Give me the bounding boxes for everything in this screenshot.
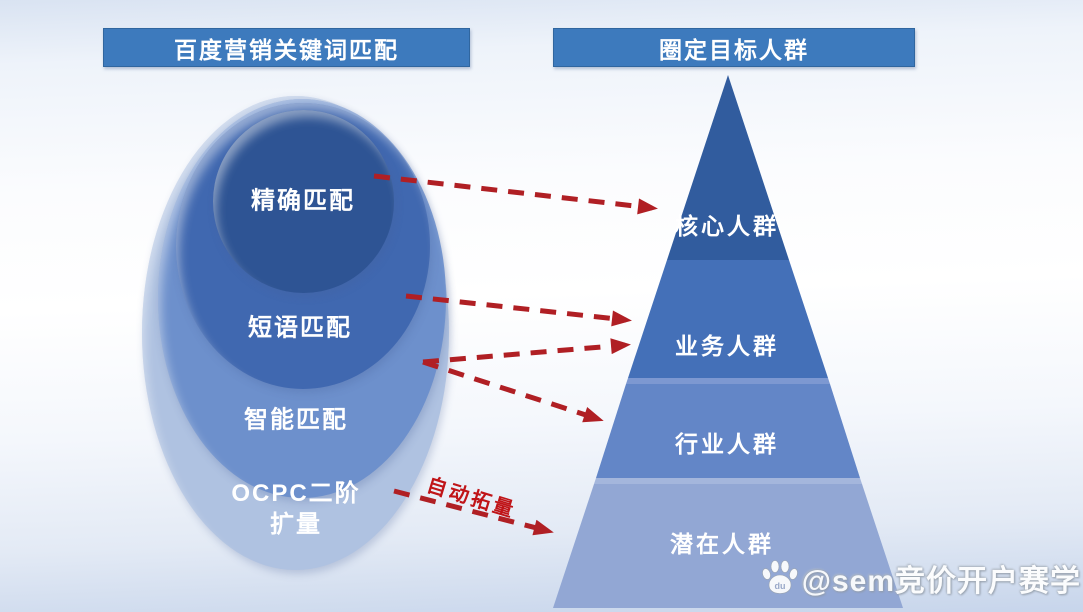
baidu-paw-icon: du (761, 560, 798, 594)
core-audience-label: 核心人群 (675, 213, 779, 239)
ocpc-label-line2: 扩量 (270, 511, 322, 538)
watermark-handle: @sem竞价开户赛学 (801, 565, 1081, 598)
pyramid-bevel-potential (594, 478, 862, 484)
pyramid-level-core (667, 75, 789, 260)
pyramid-bevel-industry (626, 378, 830, 384)
paw-du-label: du (774, 581, 785, 591)
industry-audience-label: 行业人群 (675, 431, 779, 457)
arrow-exact-to-core (373, 173, 658, 215)
pyramid-level-potential (553, 484, 903, 608)
potential-audience-label: 潜在人群 (670, 531, 774, 557)
keyword-match-header-label: 百度营销关键词匹配 (174, 36, 399, 63)
arrow-smart-to-industry (422, 359, 604, 423)
watermark: du @sem竞价开户赛学 (760, 556, 1081, 600)
exact-match-label: 精确匹配 (251, 187, 355, 215)
pyramid-level-business (628, 260, 828, 378)
smart-match-label: 智能匹配 (244, 406, 348, 434)
arrow-smart-to-business (422, 338, 631, 365)
pyramid-level-industry (596, 384, 860, 478)
business-audience-label: 业务人群 (675, 333, 779, 359)
ocpc-label-line1: OCPC二阶 (231, 480, 361, 507)
keyword-match-header: 百度营销关键词匹配 (103, 28, 470, 67)
arrow-phrase-to-business (405, 293, 632, 327)
target-audience-header: 圈定目标人群 (553, 28, 915, 67)
ocpc-expansion-label: OCPC二阶 扩量 (231, 478, 360, 540)
ellipse-exact-match (213, 110, 394, 293)
phrase-match-label: 短语匹配 (248, 314, 352, 342)
target-audience-header-label: 圈定目标人群 (659, 36, 809, 63)
